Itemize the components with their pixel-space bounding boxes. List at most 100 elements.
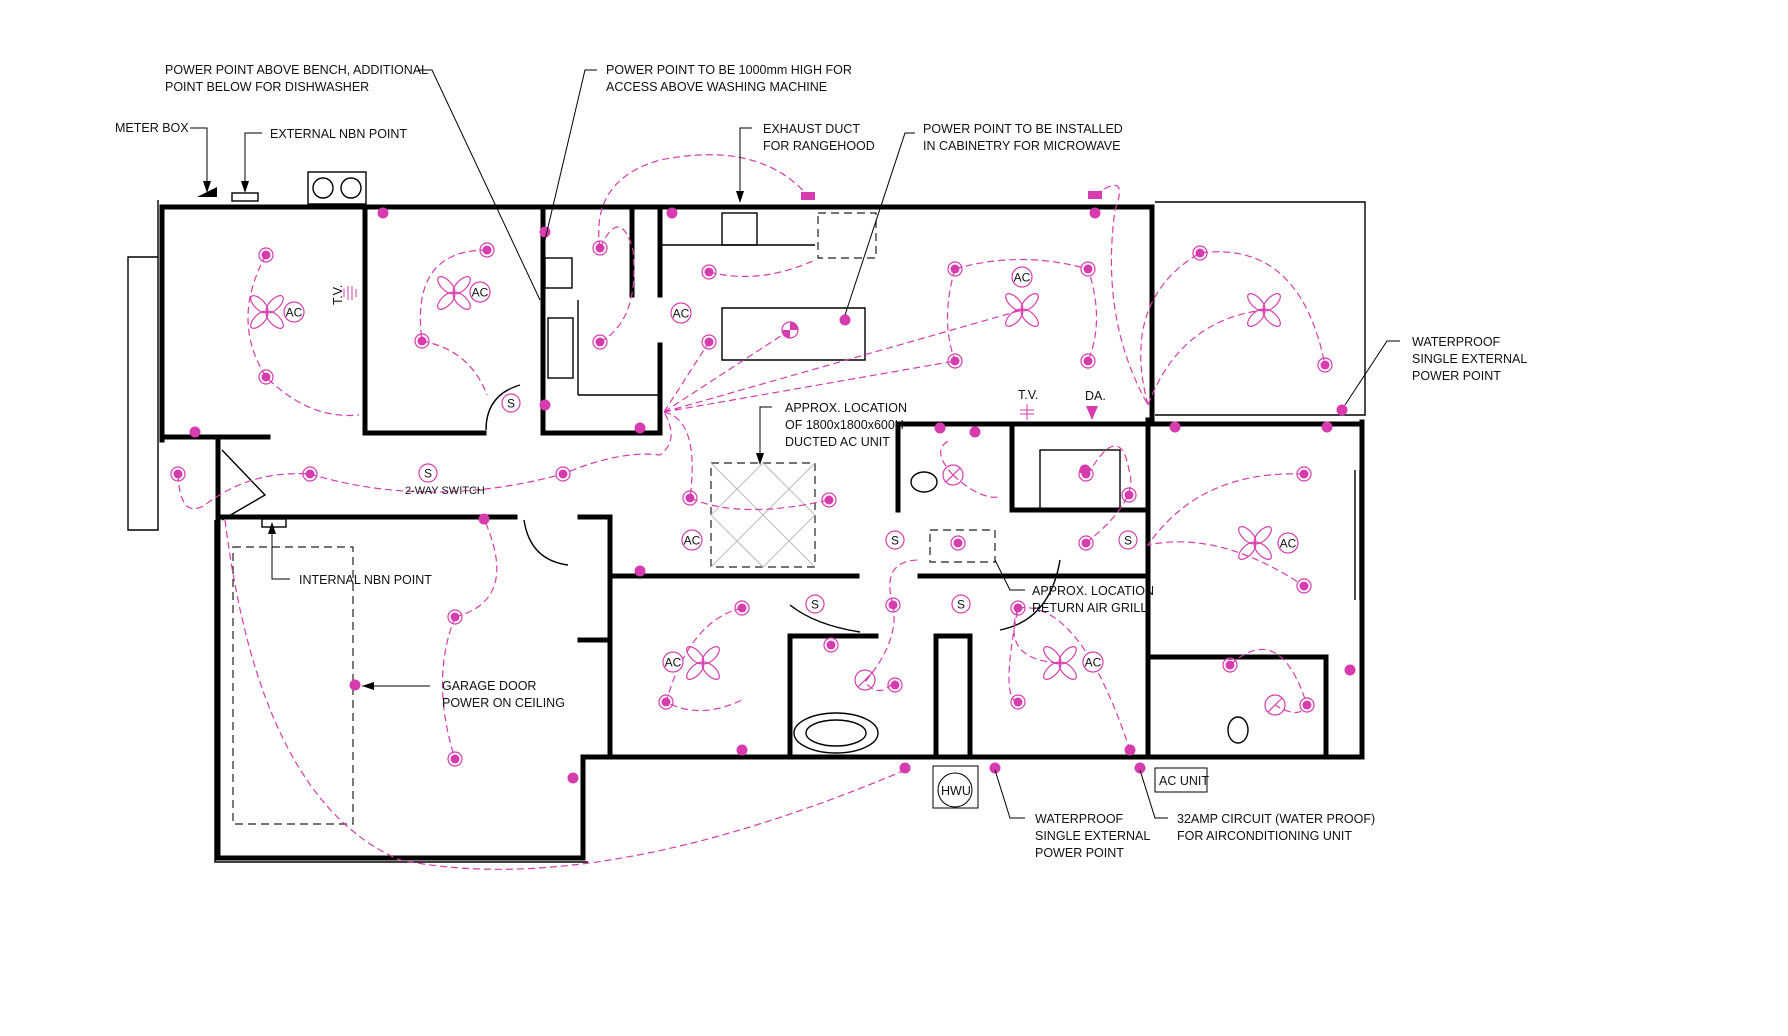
downlight-icon — [414, 333, 430, 349]
smoke-detector-icon — [781, 321, 799, 339]
power-point-icon — [567, 772, 579, 784]
power-point-icon — [989, 762, 1001, 774]
external-power-point-icon — [801, 192, 815, 200]
downlight-icon — [447, 609, 463, 625]
downlight-icon — [302, 466, 318, 482]
tv-label-bedroom: T.V. — [331, 285, 345, 305]
downlight-icon — [258, 247, 274, 263]
ac-symbol-label: AC — [684, 534, 701, 548]
downlight-icon — [447, 751, 463, 767]
tv-label-living: T.V. — [1018, 388, 1038, 402]
ac-outlet-icon: AC — [670, 302, 692, 324]
ac-symbol-label: AC — [1280, 537, 1297, 551]
ac-outlet-icon: AC — [1277, 532, 1299, 554]
ceiling-fan-icon — [437, 276, 471, 310]
switch-symbol-label: S — [424, 467, 432, 481]
downlight-icon — [1121, 487, 1137, 503]
downlight-icon — [1192, 245, 1208, 261]
switch-symbol-label: S — [507, 397, 515, 411]
leader-arrowhead — [203, 181, 211, 193]
power-point-icon — [1124, 744, 1136, 756]
power-point-icon — [1169, 421, 1181, 433]
ac-outlet-icon: AC — [1082, 651, 1104, 673]
data-point-label: DA. — [1085, 389, 1106, 403]
ceiling-fan-icon — [250, 295, 284, 329]
wiring — [177, 154, 1326, 870]
downlight-icon — [823, 637, 839, 653]
power-point-icon — [1134, 762, 1146, 774]
switch-icon: S — [501, 393, 521, 413]
power-point-icon — [1344, 664, 1356, 676]
ceiling-fan-icon — [1247, 293, 1281, 327]
downlight-icon — [950, 535, 966, 551]
power-point-icon — [634, 422, 646, 434]
power-point-icon — [539, 226, 551, 238]
power-point-icon — [666, 207, 678, 219]
annotations — [190, 69, 1400, 819]
ceiling-fan-icon — [686, 646, 720, 680]
external-power-point-icon — [1088, 191, 1102, 199]
exhaust-fan-icon — [1264, 694, 1286, 716]
switch-icon: S — [418, 463, 438, 483]
switch-symbol-label: S — [957, 598, 965, 612]
downlight-icon — [1222, 657, 1238, 673]
ac-circuit-note: 32AMP CIRCUIT (WATER PROOF)FOR AIRCONDIT… — [1177, 812, 1375, 843]
power-point-icon — [539, 399, 551, 411]
switch-symbol-label: S — [811, 598, 819, 612]
meter-box-label: METER BOX — [115, 121, 189, 135]
power-point-icon — [934, 422, 946, 434]
ceiling-fan-icon — [1238, 526, 1272, 560]
downlight-icon — [479, 242, 495, 258]
ac-outlet-icon: AC — [681, 529, 703, 551]
ceiling-fan-icon — [1005, 293, 1039, 327]
ac-outlet-icon: AC — [662, 651, 684, 673]
downlight-icon — [658, 694, 674, 710]
ceiling-fan-icon — [1043, 646, 1077, 680]
power-point-icon — [839, 314, 851, 326]
power-point-icon — [377, 207, 389, 219]
two-way-switch-label: 2-WAY SWITCH — [405, 485, 485, 497]
switch-icon: S — [805, 594, 825, 614]
power-point-icon — [899, 762, 911, 774]
downlight-icon — [682, 490, 698, 506]
switch-symbol-label: S — [891, 534, 899, 548]
downlight-icon — [1296, 466, 1312, 482]
power-point-icon — [1079, 464, 1091, 476]
downlight-icon — [1010, 694, 1026, 710]
downlight-icon — [734, 600, 750, 616]
ac-outlet-icon: AC — [469, 281, 491, 303]
downlight-icon — [1296, 578, 1312, 594]
ac-symbol-label: AC — [665, 656, 682, 670]
downlight-icon — [821, 492, 837, 508]
switch-icon: S — [885, 530, 905, 550]
downlight-icon — [1317, 357, 1333, 373]
tv-point-icon — [343, 286, 357, 300]
power-point-icon — [969, 426, 981, 438]
switch-icon: S — [1118, 530, 1138, 550]
hwu-label: HWU — [941, 784, 971, 798]
exhaust-fan-icon — [854, 669, 876, 691]
ac-symbol-label: AC — [673, 307, 690, 321]
walls — [127, 171, 1366, 863]
power-point-icon — [634, 565, 646, 577]
downlight-icon — [1010, 600, 1026, 616]
downlight-icon — [555, 466, 571, 482]
downlight-icon — [887, 677, 903, 693]
ac-symbol-label: AC — [472, 286, 489, 300]
downlight-icon — [258, 369, 274, 385]
ac-outlet-icon: AC — [283, 301, 305, 323]
switch-icon: S — [951, 594, 971, 614]
switch-symbol-label: S — [1124, 534, 1132, 548]
external-nbn-label: EXTERNAL NBN POINT — [270, 127, 407, 141]
downlight-icon — [170, 466, 186, 482]
downlight-icon — [592, 334, 608, 350]
internal-nbn-label: INTERNAL NBN POINT — [299, 573, 432, 587]
